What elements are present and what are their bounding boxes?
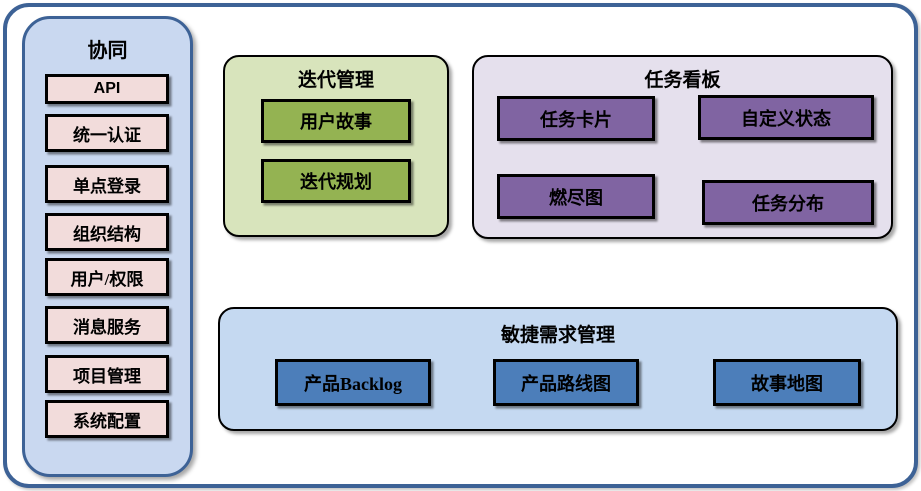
sidebar-item-project-management: 项目管理 [45,355,169,393]
item-iteration-planning: 迭代规划 [261,159,411,203]
item-task-distribution: 任务分布 [702,180,874,225]
sidebar-title: 协同 [87,40,128,62]
agile-requirements-panel: 敏捷需求管理 产品Backlog 产品路线图 故事地图 [218,307,898,431]
item-user-story: 用户故事 [261,99,411,143]
sidebar-item-system-config: 系统配置 [45,400,169,438]
task-board-panel-title: 任务看板 [644,70,721,91]
task-board-panel: 任务看板 任务卡片 自定义状态 燃尽图 任务分布 [472,55,893,239]
sidebar-item-api: API [45,74,169,104]
sidebar-item-message-service: 消息服务 [45,306,169,344]
agile-requirements-panel-title: 敏捷需求管理 [500,325,615,346]
sidebar-item-unified-auth: 统一认证 [45,114,169,152]
item-burndown-chart: 燃尽图 [497,174,655,219]
item-custom-status: 自定义状态 [698,95,874,140]
item-product-backlog: 产品Backlog [275,359,431,406]
sidebar-item-sso: 单点登录 [45,165,169,203]
iteration-management-panel: 迭代管理 用户故事 迭代规划 [223,55,449,237]
item-product-roadmap: 产品路线图 [493,359,639,406]
item-story-map: 故事地图 [713,359,861,406]
diagram-frame: 协同 API 统一认证 单点登录 组织结构 用户/权限 消息服务 项目管理 系统… [3,3,918,488]
sidebar-item-org-structure: 组织结构 [45,213,169,251]
sidebar-item-users-permissions: 用户/权限 [45,258,169,296]
collaboration-sidebar: 协同 API 统一认证 单点登录 组织结构 用户/权限 消息服务 项目管理 系统… [22,16,193,477]
item-task-card: 任务卡片 [497,96,655,141]
iteration-panel-title: 迭代管理 [297,70,374,91]
